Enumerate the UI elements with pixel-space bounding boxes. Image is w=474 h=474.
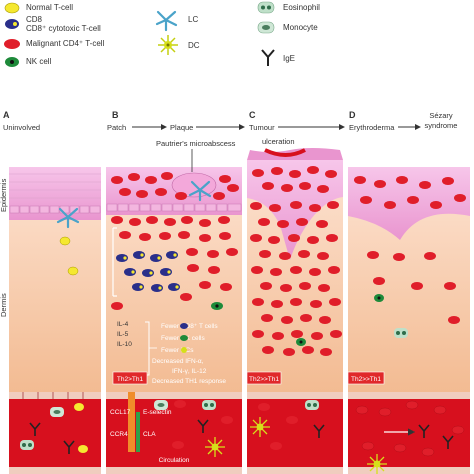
normal-t-cell [59, 236, 71, 246]
stage-plaque-label: Plaque [170, 123, 193, 132]
tumour-mass [250, 166, 342, 356]
stage-c-letter: C [249, 110, 256, 120]
panel-d: Th2>>Th1 [347, 167, 470, 474]
legend-ige-label: IgE [283, 54, 295, 63]
eosinophil-icon [257, 1, 275, 14]
th-ratio-badge-c [246, 371, 282, 385]
panel-b-lc-icon [188, 180, 212, 202]
panel-a-basal-layer [9, 205, 101, 214]
th-ratio-b: Th2>Th1 [117, 376, 144, 383]
malignant-cell-cluster [111, 172, 239, 310]
stage-b-letter: B [112, 110, 119, 120]
cytokine-il10: IL-10 [117, 341, 132, 348]
cytokine-il5: IL-5 [117, 331, 129, 338]
legend-malignant: Malignant CD4⁺ T-cell [4, 39, 105, 49]
stage-b-label: Patch [107, 123, 126, 132]
th-ratio-d: Th2>>Th1 [351, 376, 381, 383]
legend-dc: DC [158, 35, 200, 55]
circulation-label: Circulation [159, 457, 190, 464]
decreased-th1-text: Decreased TH1 response [152, 378, 226, 385]
sezary-label-line2: syndrome [425, 121, 458, 130]
legend-nk: NK cell [5, 57, 52, 67]
ige-antibody [29, 422, 41, 436]
legend-nk-label: NK cell [26, 57, 52, 66]
nk-cell [180, 335, 188, 341]
normal-t-cell [67, 266, 79, 276]
eosinophil [20, 440, 34, 450]
panel-b-basal-layer [106, 203, 242, 212]
cla-label: CLA [143, 431, 156, 438]
legend-eosinophil-label: Eosinophil [283, 3, 320, 12]
panel-c: ulceration Th2>>Th1 [246, 137, 343, 474]
legend-eosinophil: Eosinophil [257, 1, 320, 14]
sezary-label-line1: Sézary [429, 111, 453, 120]
cd8-cell-icon [5, 19, 19, 29]
th-ratio-c: Th2>>Th1 [249, 376, 279, 383]
ulceration-label: ulceration [262, 137, 295, 146]
legend-normal-t: Normal T-cell [4, 2, 73, 14]
dermis-side-label: Dermis [0, 293, 8, 317]
legend-malignant-label: Malignant CD4⁺ T-cell [26, 39, 105, 48]
legend-ige: IgE [261, 49, 295, 66]
legend-monocyte-label: Monocyte [283, 23, 318, 32]
legend-dc-label: DC [188, 41, 200, 50]
ige-icon [261, 49, 275, 66]
ccr4-label: CCR4 [110, 431, 128, 438]
cd8-cell-cluster [116, 251, 180, 292]
decreased-ifn-text: Decreased IFN-α, [152, 358, 204, 365]
epidermis-side-label: Epidermis [0, 178, 8, 212]
cytokine-il4: IL-4 [117, 321, 129, 328]
stage-d-letter: D [349, 110, 356, 120]
fewer-dc-text: Fewer DCs [161, 347, 194, 354]
stage-a-letter: A [3, 110, 10, 120]
legend-lc-label: LC [188, 15, 198, 24]
stage-headers: A Uninvolved B Patch Plaque C Tumour D E… [3, 110, 457, 132]
th-ratio-badge-d [347, 371, 385, 385]
ccl17-label: CCL17 [110, 409, 131, 416]
ifn-il12-text: IFN-γ, IL-12 [172, 368, 207, 375]
panel-a-vessel [9, 392, 101, 474]
panel-d-malignant-cells [354, 176, 466, 324]
normal-t-cell-icon [4, 2, 20, 14]
ulceration-mark [264, 148, 306, 157]
stage-c-label: Tumour [249, 123, 275, 132]
ige-antibody [63, 440, 75, 454]
legend-monocyte: Monocyte [257, 21, 318, 34]
e-selectin-label: E-selectin [143, 409, 172, 416]
legend-lc: LC [155, 10, 198, 32]
panel-a-lc-icon [56, 207, 80, 229]
stage-d-label: Erythroderma [349, 123, 395, 132]
e-selectin-bar [136, 412, 140, 452]
malignant-cell-icon [4, 39, 20, 49]
pautrier-label: Pautrier's microabscess [156, 139, 236, 148]
panel-b: Pautrier's microabscess [106, 139, 242, 474]
cd8-cell [180, 323, 188, 329]
fewer-cd8-text: Fewer CD8⁺ T cells [161, 323, 218, 330]
legend-cd8: CD8 CD8⁺ cytotoxic T-cell [5, 15, 101, 33]
stage-a-label: Uninvolved [3, 123, 40, 132]
legend-cd8-label: CD8 [26, 15, 43, 24]
th-ratio-badge-b [112, 371, 148, 385]
legend: Normal T-cell CD8 CD8⁺ cytotoxic T-cell … [4, 1, 320, 67]
legend-cd8-sub-label: CD8⁺ cytotoxic T-cell [26, 24, 101, 33]
panel-a [9, 167, 101, 474]
dc-cell [181, 347, 187, 353]
ccl17-bar [128, 392, 135, 452]
lc-icon [155, 10, 178, 32]
legend-normal-t-label: Normal T-cell [26, 3, 73, 12]
